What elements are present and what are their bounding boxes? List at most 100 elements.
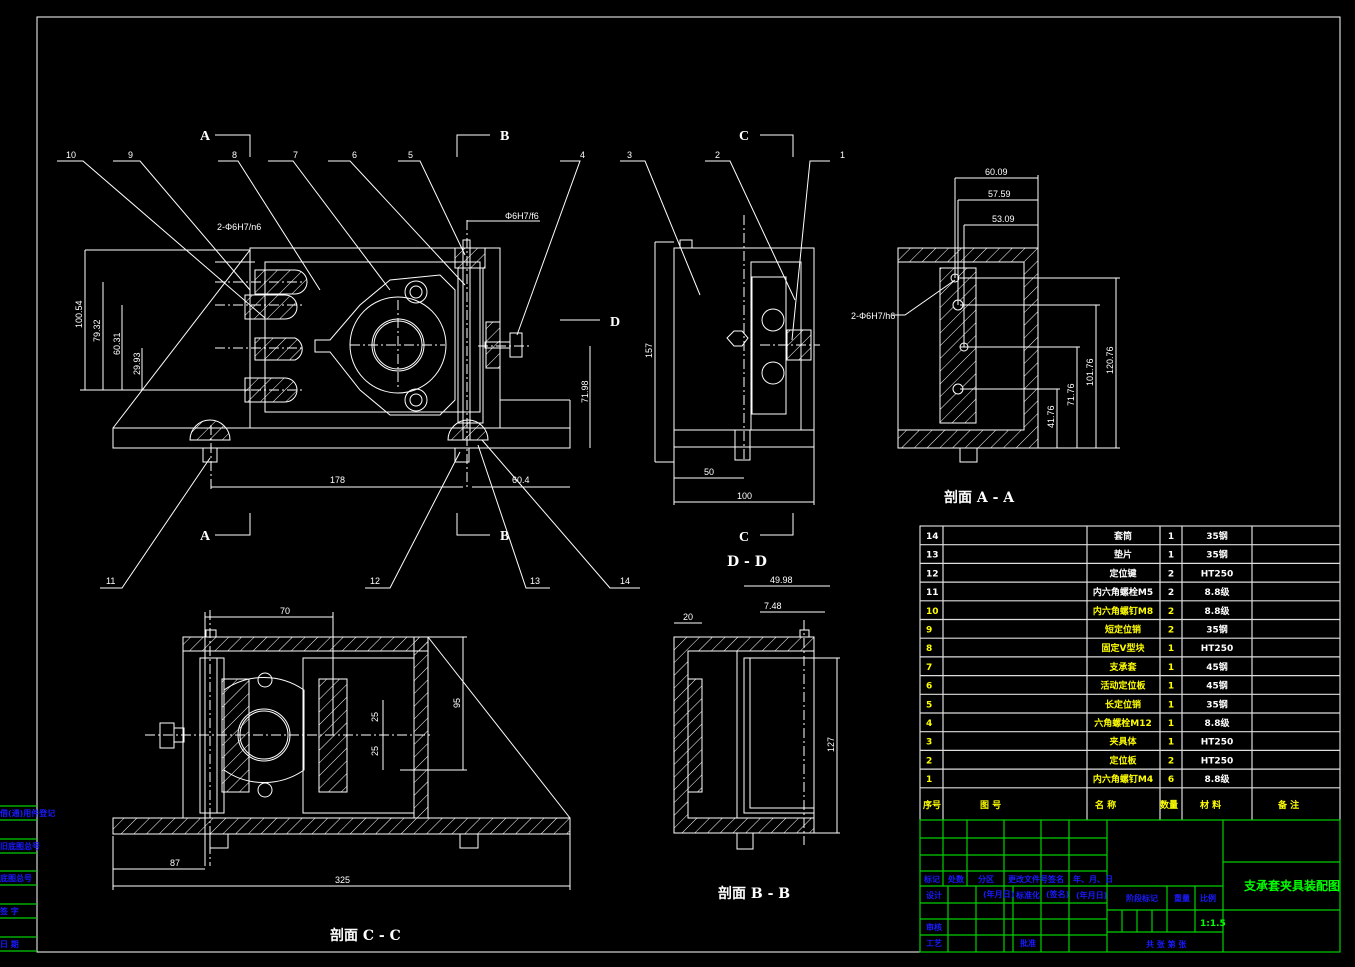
bom-cell-qty: 2 bbox=[1168, 626, 1174, 636]
tb-change-doc: 更改文件号 bbox=[1008, 874, 1048, 884]
bom-cell-qty: 1 bbox=[1168, 663, 1174, 673]
dim-main-d6: 178 bbox=[330, 475, 345, 485]
bom-cell-material: HT250 bbox=[1201, 756, 1233, 766]
dim-main-d3: 60.31 bbox=[112, 332, 122, 355]
bom-cell-material: 35钢 bbox=[1206, 698, 1228, 710]
bom-cell-no: 5 bbox=[926, 700, 932, 710]
bom-cell-qty: 1 bbox=[1168, 719, 1174, 729]
dim-main-d5: 71.98 bbox=[580, 380, 590, 403]
tb-std-signature: (签名) bbox=[1046, 889, 1069, 899]
section-markers bbox=[215, 134, 794, 536]
bom-cell-material: 35钢 bbox=[1206, 624, 1228, 636]
side-strip-date: 日 期 bbox=[0, 939, 19, 949]
bom-cell-no: 6 bbox=[926, 682, 932, 692]
balloon-6: 6 bbox=[352, 150, 357, 160]
bom-cell-name: 内六角螺栓M5 bbox=[1093, 586, 1153, 598]
bom-cell-no: 11 bbox=[926, 588, 939, 598]
section-bb bbox=[673, 585, 840, 850]
dim-fit-2: Φ6H7/f6 bbox=[505, 211, 539, 221]
bom-cell-no: 1 bbox=[926, 775, 932, 785]
dim-cc-w1: 70 bbox=[280, 606, 290, 616]
tb-std-date: (年月日) bbox=[1076, 890, 1107, 900]
section-marker-d: D bbox=[610, 315, 620, 330]
bom-cell-material: 45钢 bbox=[1206, 680, 1228, 692]
bom-cell-material: HT250 bbox=[1201, 738, 1233, 748]
bom-cell-qty: 2 bbox=[1168, 607, 1174, 617]
bom-cell-no: 13 bbox=[926, 551, 939, 561]
dim-bb-h: 127 bbox=[826, 737, 836, 752]
section-marker-b-top: B bbox=[500, 129, 509, 144]
section-marker-a-bottom: A bbox=[200, 529, 211, 544]
dim-dd-w2: 100 bbox=[737, 491, 752, 501]
bom-cell-qty: 1 bbox=[1168, 644, 1174, 654]
side-strip bbox=[0, 805, 37, 952]
tb-design: 设计 bbox=[926, 890, 942, 900]
dim-aa-fit: 2-Φ6H7/h6 bbox=[851, 311, 895, 321]
bom-header-no: 序号 bbox=[923, 799, 941, 811]
main-view bbox=[80, 220, 600, 490]
section-cc bbox=[112, 610, 571, 890]
section-marker-c-bottom: C bbox=[739, 530, 749, 545]
bom-header-qty: 数量 bbox=[1160, 799, 1178, 811]
view-dd bbox=[654, 215, 820, 505]
dim-main-d7: 60.4 bbox=[512, 475, 530, 485]
bom-cell-material: 8.8级 bbox=[1205, 605, 1231, 617]
bom-cell-name: 内六角螺钉M4 bbox=[1093, 773, 1153, 785]
view-dd-label: D - D bbox=[727, 554, 767, 570]
bom-cell-name: 固定V型块 bbox=[1102, 642, 1146, 654]
tb-drawing-title: 支承套夹具装配图 bbox=[1243, 878, 1340, 893]
dim-aa-h4: 120.76 bbox=[1105, 346, 1115, 374]
bom-cell-name: 定位板 bbox=[1108, 754, 1137, 766]
bom-cell-name: 夹具体 bbox=[1109, 736, 1137, 748]
bom-cell-qty: 1 bbox=[1168, 700, 1174, 710]
tb-signature: 签名 bbox=[1047, 874, 1064, 884]
bom-cell-qty: 2 bbox=[1168, 756, 1174, 766]
balloon-13: 13 bbox=[530, 576, 540, 586]
dim-cc-h3: 25 bbox=[370, 746, 380, 756]
dim-aa-h1: 41.76 bbox=[1046, 405, 1056, 428]
balloon-2: 2 bbox=[715, 150, 720, 160]
tb-count: 处数 bbox=[947, 874, 965, 884]
bom-cell-qty: 6 bbox=[1168, 775, 1174, 785]
dim-cc-w2: 87 bbox=[170, 858, 180, 868]
bom-cell-no: 7 bbox=[926, 663, 932, 673]
bom-cell-material: HT250 bbox=[1201, 569, 1233, 579]
dim-main-d4: 29.93 bbox=[132, 352, 142, 375]
dim-aa-w3: 53.09 bbox=[992, 214, 1015, 224]
balloon-10: 10 bbox=[66, 150, 76, 160]
bom-cell-material: 35钢 bbox=[1206, 549, 1228, 561]
tb-process: 工艺 bbox=[926, 938, 942, 948]
bom-cell-no: 14 bbox=[926, 532, 939, 542]
dim-dd-w1: 50 bbox=[704, 467, 714, 477]
side-strip-sign: 签 字 bbox=[0, 906, 19, 916]
side-strip-old-base: 旧底图总号 bbox=[0, 841, 40, 851]
tb-scale-label: 比例 bbox=[1200, 893, 1216, 903]
bom-header-note: 备 注 bbox=[1277, 799, 1299, 811]
balloon-4: 4 bbox=[580, 150, 585, 160]
tb-review: 审核 bbox=[926, 922, 942, 932]
bom-cell-material: HT250 bbox=[1201, 644, 1233, 654]
balloon-11: 11 bbox=[106, 576, 115, 586]
bom-cell-qty: 1 bbox=[1168, 532, 1174, 542]
bom-cell-no: 10 bbox=[926, 607, 939, 617]
tb-mark: 标记 bbox=[923, 874, 940, 884]
dim-main-d1: 100.54 bbox=[74, 300, 84, 328]
balloon-14: 14 bbox=[620, 576, 630, 586]
bom-cell-qty: 2 bbox=[1168, 569, 1174, 579]
tb-zone: 分区 bbox=[978, 874, 994, 884]
tb-date: 年、月、日 bbox=[1073, 874, 1113, 884]
bom-header-material: 材 料 bbox=[1199, 799, 1221, 811]
balloon-3: 3 bbox=[627, 150, 632, 160]
drawing-border bbox=[36, 16, 1341, 953]
dim-main-d2: 79.32 bbox=[92, 319, 102, 342]
